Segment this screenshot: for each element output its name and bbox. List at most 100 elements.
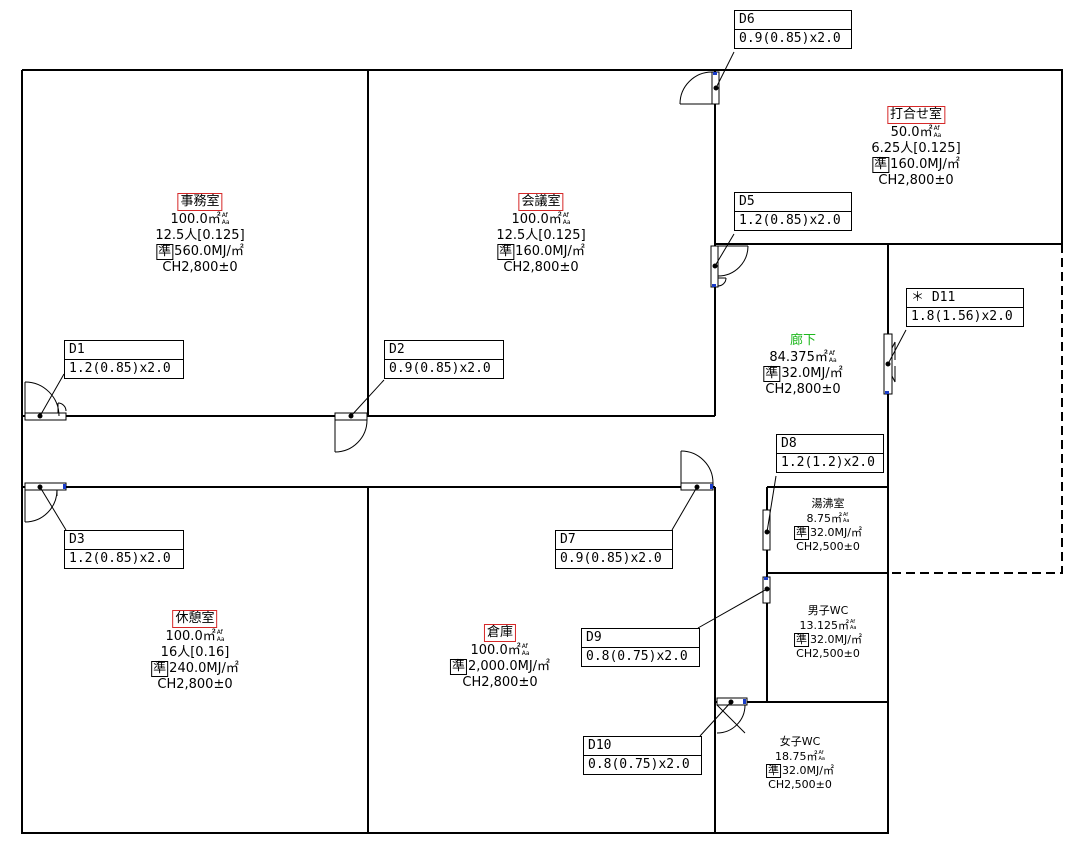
ceiling-height: CH2,500±0	[796, 647, 860, 660]
jun-badge: 準	[449, 659, 467, 675]
leader-line	[671, 486, 698, 531]
room-area: 100.0㎡	[470, 643, 521, 658]
room-name: 休憩室	[172, 610, 218, 628]
door-spec: 0.9(0.85)x2.0	[560, 551, 662, 566]
ceiling-height: CH2,800±0	[157, 677, 233, 692]
fire-load: 240.0MJ/㎡	[169, 661, 239, 676]
room-area: 100.0㎡	[511, 212, 562, 227]
door-spec: 0.8(0.75)x2.0	[588, 757, 690, 772]
jun-badge: 準	[497, 244, 515, 260]
door-spec: 1.8(1.56)x2.0	[911, 309, 1013, 324]
ceiling-height: CH2,800±0	[765, 382, 841, 397]
door-symbol-d8	[762, 509, 771, 551]
ceiling-height: CH2,800±0	[878, 173, 954, 188]
room-occupancy: 12.5人[0.125]	[496, 228, 586, 243]
fire-load: 32.0MJ/㎡	[810, 526, 862, 539]
leader-line	[714, 233, 735, 267]
jun-badge: 準	[763, 366, 781, 382]
leader-line	[887, 329, 907, 365]
door-spec: 1.2(0.85)x2.0	[69, 361, 171, 376]
fire-load: 2,000.0MJ/㎡	[467, 659, 551, 674]
door-id: D10	[584, 737, 701, 756]
door-symbol-d7	[680, 450, 714, 491]
room-occupancy: 12.5人[0.125]	[155, 228, 245, 243]
room-area: 13.125㎡	[799, 619, 850, 632]
jun-badge: 準	[156, 244, 174, 260]
door-spec: 1.2(1.2)x2.0	[781, 455, 875, 470]
room-area: 84.375㎡	[769, 350, 828, 365]
ceiling-height: CH2,800±0	[462, 675, 538, 690]
room-area: 18.75㎡	[775, 750, 818, 763]
room-area: 8.75㎡	[806, 512, 843, 525]
room-name: 打合せ室	[886, 106, 945, 124]
jun-badge: 準	[794, 526, 810, 540]
leader-line	[697, 588, 768, 629]
room-name: 会議室	[518, 193, 564, 211]
door-id: D1	[65, 341, 183, 360]
door-symbol-d3	[24, 482, 67, 523]
door-label-d3: D3 1.2(0.85)x2.0	[64, 530, 184, 569]
door-symbol-d2	[334, 412, 368, 453]
jun-badge: 準	[766, 764, 782, 778]
door-symbol-d5	[710, 245, 749, 288]
door-spec: 1.2(0.85)x2.0	[739, 213, 841, 228]
room-name: 事務室	[177, 193, 223, 211]
room-area: 100.0㎡	[165, 629, 216, 644]
door-spec: 1.2(0.85)x2.0	[69, 551, 171, 566]
room-occupancy: 6.25人[0.125]	[871, 141, 961, 156]
dashed-boundary	[888, 244, 1063, 574]
jun-badge: 準	[151, 661, 169, 677]
door-spec: 0.9(0.85)x2.0	[389, 361, 491, 376]
room-name: 廊下	[789, 333, 816, 348]
door-symbol-d11	[883, 333, 896, 395]
fire-load: 160.0MJ/㎡	[890, 157, 960, 172]
leader-line	[350, 379, 385, 417]
door-id: D6	[735, 11, 851, 30]
fire-load: 32.0MJ/㎡	[782, 764, 834, 777]
ceiling-height: CH2,500±0	[796, 540, 860, 553]
leader-line	[39, 373, 65, 417]
door-label-d11: ＊ D11 1.8(1.56)x2.0	[906, 288, 1024, 327]
door-symbol-d9	[762, 576, 771, 604]
door-label-d1: D1 1.2(0.85)x2.0	[64, 340, 184, 379]
jun-badge: 準	[794, 633, 810, 647]
door-symbol-d10	[716, 697, 748, 734]
door-label-d10: D10 0.8(0.75)x2.0	[583, 736, 702, 775]
room-area: 100.0㎡	[170, 212, 221, 227]
jun-badge: 準	[872, 157, 890, 173]
fire-load: 560.0MJ/㎡	[174, 244, 244, 259]
leader-line	[699, 701, 732, 737]
door-spec: 0.9(0.85)x2.0	[739, 31, 841, 46]
leader-line	[715, 51, 735, 89]
fire-load: 32.0MJ/㎡	[810, 633, 862, 646]
door-id: D8	[777, 435, 883, 454]
door-id: D9	[582, 629, 699, 648]
door-id: D7	[556, 531, 672, 550]
door-spec: 0.8(0.75)x2.0	[586, 649, 688, 664]
door-id: ＊ D11	[907, 289, 1023, 308]
fire-load: 160.0MJ/㎡	[515, 244, 585, 259]
door-label-d9: D9 0.8(0.75)x2.0	[581, 628, 700, 667]
door-label-d2: D2 0.9(0.85)x2.0	[384, 340, 504, 379]
room-name: 倉庫	[483, 624, 517, 642]
room-name: 女子WC	[779, 735, 821, 748]
ceiling-height: CH2,500±0	[768, 778, 832, 791]
leader-line	[766, 475, 777, 533]
fire-load: 32.0MJ/㎡	[781, 366, 843, 381]
